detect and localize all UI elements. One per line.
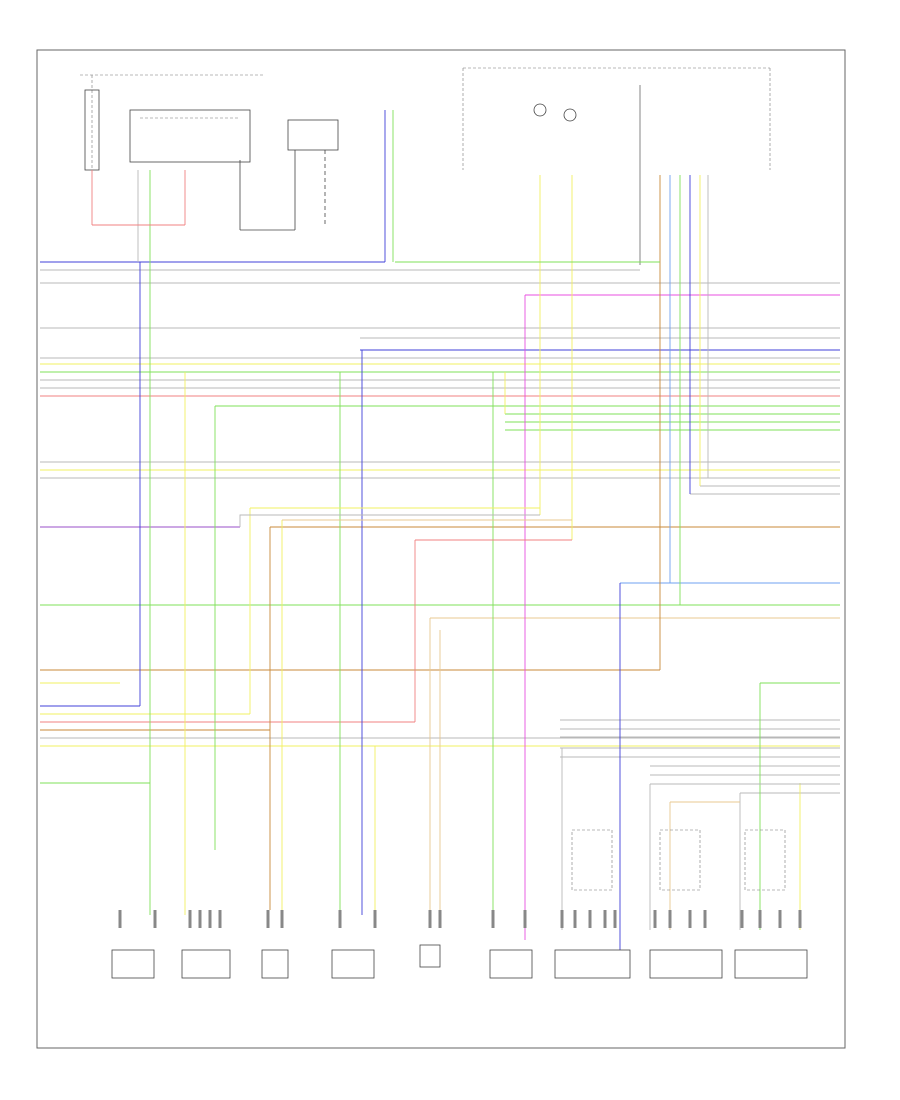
connector-pin-7-0 bbox=[653, 910, 657, 928]
component-box-2 bbox=[181, 949, 231, 979]
wire-82 bbox=[239, 514, 540, 527]
connector-pin-7-3 bbox=[703, 910, 707, 928]
connector-pin-6-2 bbox=[588, 910, 592, 928]
connector-pin-3-1 bbox=[373, 910, 377, 928]
module-internal-frame-3 bbox=[744, 829, 786, 891]
connector-pin-8-0 bbox=[740, 910, 744, 928]
connector-pin-1-3 bbox=[218, 910, 222, 928]
connector-pin-3-0 bbox=[338, 910, 342, 928]
connector-pin-6-1 bbox=[573, 910, 577, 928]
connector-pin-1-2 bbox=[208, 910, 212, 928]
connector-pin-1-0 bbox=[188, 910, 192, 928]
sensor-1 bbox=[533, 103, 547, 117]
component-box-1 bbox=[111, 949, 155, 979]
connector-pin-4-0 bbox=[428, 910, 432, 928]
relay-unit bbox=[129, 109, 251, 163]
connector-pin-1-1 bbox=[198, 910, 202, 928]
component-box-5 bbox=[419, 944, 441, 968]
connector-pin-6-3 bbox=[603, 910, 607, 928]
component-box-4 bbox=[331, 949, 375, 979]
component-box-3 bbox=[261, 949, 289, 979]
top-left-component-group bbox=[80, 74, 339, 231]
wire-harness bbox=[40, 110, 840, 950]
connector-pin-7-1 bbox=[668, 910, 672, 928]
connector-pin-8-3 bbox=[798, 910, 802, 928]
connector-pin-6-4 bbox=[613, 910, 617, 928]
connector-pin-2-1 bbox=[280, 910, 284, 928]
connector-pin-5-1 bbox=[523, 910, 527, 928]
connector-pin-7-2 bbox=[688, 910, 692, 928]
connector-pin-6-0 bbox=[560, 910, 564, 928]
module-internal-frame-2 bbox=[659, 829, 701, 891]
component-box-8 bbox=[649, 949, 723, 979]
diagram-border bbox=[36, 49, 846, 1049]
sensor-2 bbox=[563, 108, 577, 122]
component-box-9 bbox=[734, 949, 808, 979]
connector-pin-0-1 bbox=[153, 910, 157, 928]
module-internal-frame-1 bbox=[571, 829, 613, 891]
connector-pin-0-0 bbox=[118, 910, 122, 928]
connector-pin-5-0 bbox=[491, 910, 495, 928]
component-row bbox=[111, 829, 808, 979]
component-box-7 bbox=[554, 949, 631, 979]
component-box-6 bbox=[489, 949, 533, 979]
connector-pin-2-0 bbox=[266, 910, 270, 928]
top-right-component-group bbox=[462, 67, 771, 265]
module-box bbox=[287, 119, 339, 151]
connector-pin-4-1 bbox=[438, 910, 442, 928]
connector-pin-8-1 bbox=[758, 910, 762, 928]
connector-pin-8-2 bbox=[778, 910, 782, 928]
